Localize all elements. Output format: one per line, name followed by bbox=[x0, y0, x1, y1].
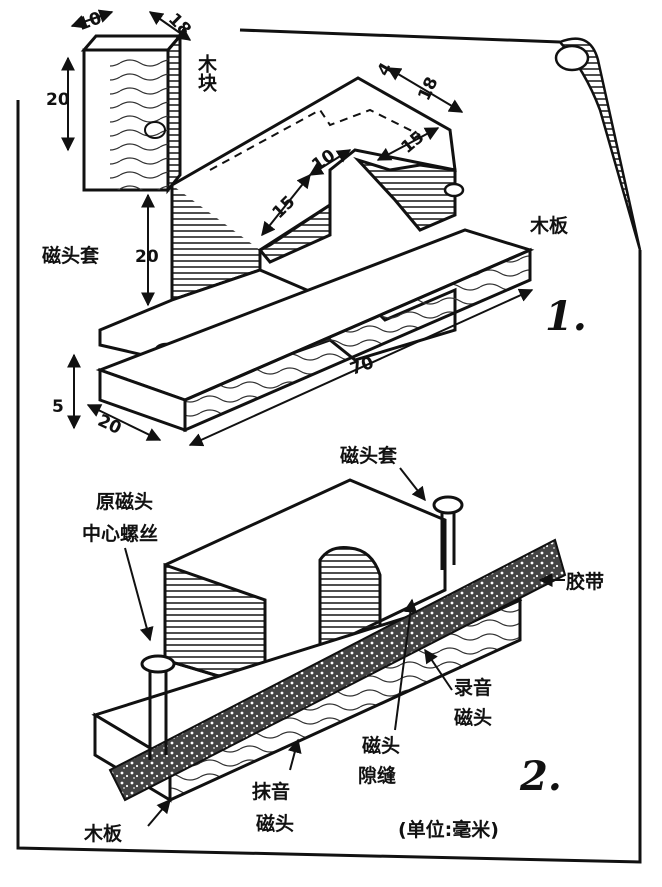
figure-number-2: 2. bbox=[519, 753, 562, 800]
label-wood-block: 木块 bbox=[195, 53, 218, 93]
leader-head-cover-2 bbox=[399, 467, 426, 502]
label-erase-head-1: 抹音 bbox=[252, 780, 290, 803]
label-head-gap-1: 磁头 bbox=[362, 734, 400, 757]
dim-cover-height: 20 bbox=[135, 247, 159, 267]
leader-record-head bbox=[424, 648, 453, 691]
side-screw bbox=[432, 495, 464, 570]
label-orig-screw-2: 中心螺丝 bbox=[82, 522, 158, 545]
label-erase-head-2: 磁头 bbox=[256, 812, 294, 835]
label-record-head-2: 磁头 bbox=[454, 706, 492, 729]
dim-block-height: 20 bbox=[46, 90, 70, 110]
dim-line-cover-depth bbox=[386, 67, 464, 113]
leader-erase-head bbox=[287, 738, 302, 771]
dim-block-width: 10 bbox=[75, 8, 104, 35]
dim-line-block-depth bbox=[148, 11, 192, 41]
dim-line-board-width bbox=[86, 404, 162, 441]
leader-gap bbox=[394, 598, 418, 731]
wood-block bbox=[80, 31, 184, 195]
dim-board-thickness: 5 bbox=[52, 397, 64, 417]
label-wood-board-2: 木板 bbox=[83, 822, 123, 845]
dim-line-slot-left bbox=[261, 173, 311, 237]
label-orig-screw-1: 原磁头 bbox=[96, 490, 153, 513]
leader-orig-screw bbox=[124, 547, 154, 642]
tape-strip bbox=[108, 538, 567, 802]
dim-line-slot-right bbox=[376, 127, 440, 161]
label-head-gap-2: 隙缝 bbox=[358, 764, 396, 787]
curled-corner bbox=[554, 37, 642, 251]
label-head-cover-2: 磁头套 bbox=[340, 444, 398, 467]
label-head-cover-1: 磁头套 bbox=[42, 244, 100, 267]
label-tape: 胶带 bbox=[566, 570, 604, 593]
leader-board-2 bbox=[147, 798, 171, 827]
frame-border bbox=[16, 28, 642, 864]
dim-line-board-length bbox=[188, 288, 534, 447]
dim-line-block-width bbox=[70, 9, 114, 29]
dim-line-notch bbox=[308, 149, 352, 176]
unit-note: (单位:毫米) bbox=[398, 818, 499, 841]
dim-small-top: 4 bbox=[373, 59, 396, 79]
figure-number-1: 1. bbox=[545, 293, 587, 340]
label-wood-board-1: 木板 bbox=[529, 214, 569, 237]
dim-cover-depth: 18 bbox=[414, 74, 442, 104]
dim-board-width: 20 bbox=[94, 411, 124, 439]
center-screw bbox=[140, 654, 176, 760]
label-record-head-1: 录音 bbox=[454, 676, 492, 699]
